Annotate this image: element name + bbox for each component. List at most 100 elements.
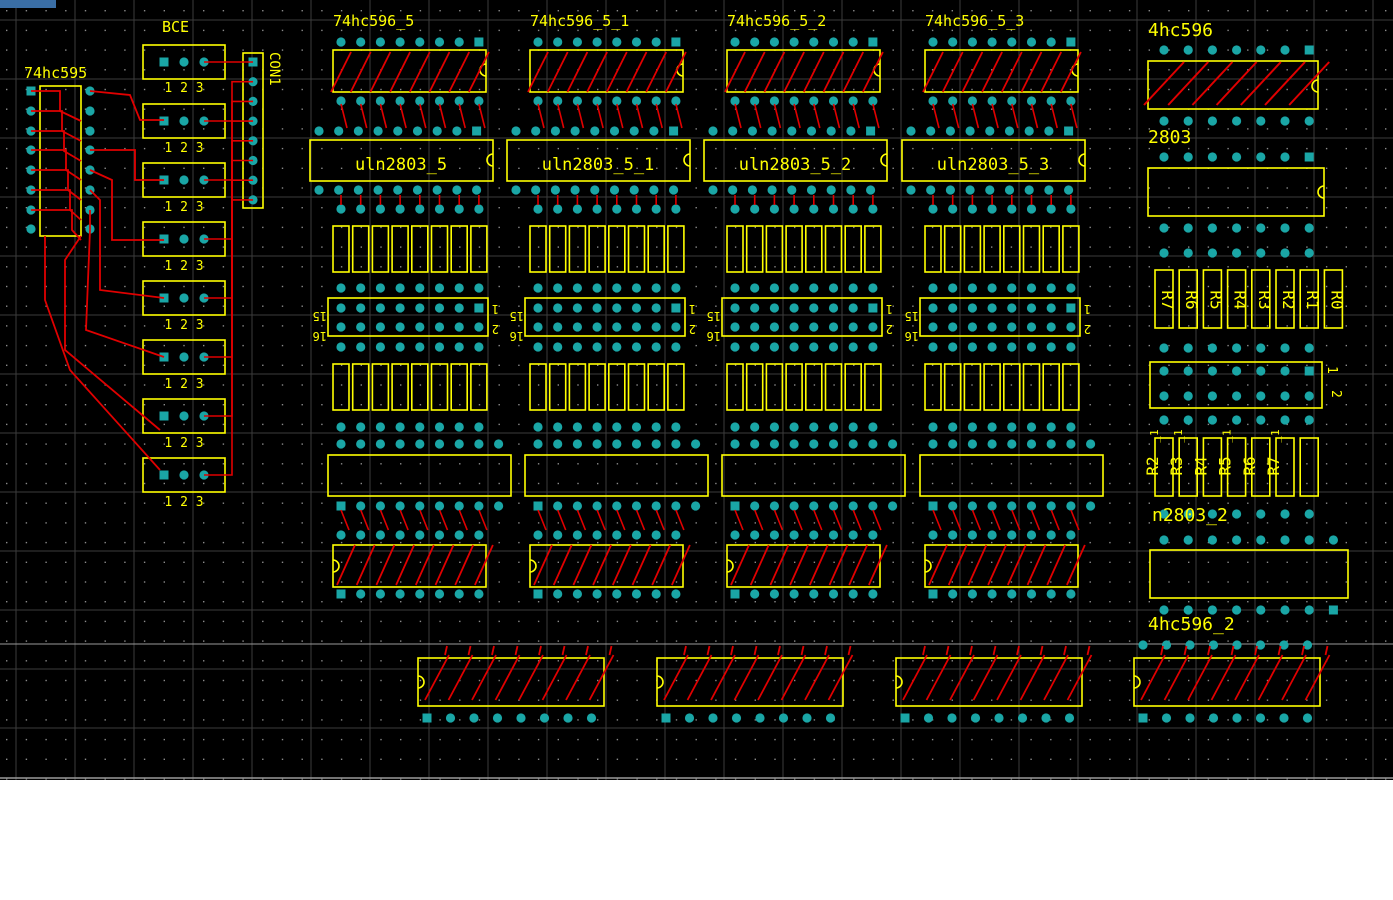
pad[interactable]: [1304, 509, 1314, 519]
pad[interactable]: [1208, 640, 1219, 650]
pad[interactable]: [159, 116, 169, 126]
pad[interactable]: [1026, 303, 1037, 313]
pad[interactable]: [454, 322, 464, 332]
pad[interactable]: [1159, 415, 1169, 425]
pad[interactable]: [1138, 640, 1148, 650]
pad[interactable]: [395, 283, 405, 293]
pad[interactable]: [649, 185, 659, 195]
pad[interactable]: [511, 126, 521, 136]
pad[interactable]: [828, 439, 839, 449]
pad[interactable]: [671, 96, 681, 106]
pad[interactable]: [572, 283, 583, 293]
pad[interactable]: [1183, 116, 1193, 126]
pad[interactable]: [393, 126, 403, 136]
pad[interactable]: [1159, 152, 1169, 162]
pad[interactable]: [651, 342, 661, 352]
pad[interactable]: [393, 185, 403, 195]
pad[interactable]: [415, 37, 425, 47]
pad[interactable]: [1304, 391, 1314, 401]
pad[interactable]: [1232, 509, 1242, 519]
pad[interactable]: [828, 96, 839, 106]
pad[interactable]: [809, 303, 819, 313]
pad[interactable]: [985, 126, 995, 136]
pad[interactable]: [179, 293, 189, 303]
pad[interactable]: [1007, 439, 1017, 449]
pad[interactable]: [373, 126, 383, 136]
pad[interactable]: [1007, 501, 1017, 511]
pad[interactable]: [415, 342, 425, 352]
pad[interactable]: [987, 342, 997, 352]
pad[interactable]: [671, 37, 681, 47]
pad[interactable]: [314, 185, 324, 195]
pad[interactable]: [356, 530, 366, 540]
pad[interactable]: [868, 589, 878, 599]
bottom-ic[interactable]: [417, 645, 615, 723]
pad[interactable]: [750, 530, 760, 540]
pad[interactable]: [494, 439, 504, 449]
pad[interactable]: [1232, 45, 1242, 55]
pad[interactable]: [802, 713, 812, 723]
pad[interactable]: [967, 501, 978, 511]
pad[interactable]: [1280, 152, 1290, 162]
pad[interactable]: [1279, 713, 1289, 723]
pad[interactable]: [928, 589, 938, 599]
pad[interactable]: [1159, 391, 1169, 401]
pad[interactable]: [651, 422, 661, 432]
pad[interactable]: [1304, 223, 1314, 233]
pad[interactable]: [553, 96, 563, 106]
pad[interactable]: [965, 185, 975, 195]
pad[interactable]: [472, 126, 482, 136]
pad[interactable]: [572, 303, 583, 313]
pad[interactable]: [987, 37, 997, 47]
pad[interactable]: [395, 204, 405, 214]
pad[interactable]: [592, 422, 602, 432]
pad[interactable]: [395, 96, 405, 106]
pad[interactable]: [1024, 185, 1034, 195]
pad[interactable]: [671, 303, 681, 313]
pad[interactable]: [612, 204, 622, 214]
pad[interactable]: [1159, 223, 1169, 233]
pad[interactable]: [926, 126, 936, 136]
pad[interactable]: [474, 439, 484, 449]
pad[interactable]: [848, 342, 858, 352]
pad[interactable]: [553, 283, 563, 293]
pad[interactable]: [1280, 605, 1290, 615]
pad[interactable]: [868, 283, 878, 293]
pad[interactable]: [422, 713, 432, 723]
pad[interactable]: [1159, 248, 1169, 258]
pad[interactable]: [454, 342, 464, 352]
pad[interactable]: [572, 342, 583, 352]
pad[interactable]: [948, 342, 958, 352]
pad[interactable]: [1183, 535, 1193, 545]
pad[interactable]: [1280, 116, 1290, 126]
pad[interactable]: [1007, 96, 1017, 106]
pad[interactable]: [85, 106, 95, 116]
pad[interactable]: [356, 439, 366, 449]
pad[interactable]: [592, 322, 602, 332]
pad[interactable]: [572, 37, 583, 47]
pad[interactable]: [395, 322, 405, 332]
pad[interactable]: [179, 352, 189, 362]
pad[interactable]: [769, 342, 780, 352]
pad[interactable]: [926, 185, 936, 195]
pad[interactable]: [1304, 45, 1314, 55]
pad[interactable]: [828, 322, 839, 332]
pad[interactable]: [671, 204, 681, 214]
pad[interactable]: [967, 37, 978, 47]
pad[interactable]: [1280, 223, 1290, 233]
pad[interactable]: [474, 96, 484, 106]
pad[interactable]: [868, 501, 878, 511]
pad[interactable]: [1207, 152, 1217, 162]
pad[interactable]: [1007, 303, 1017, 313]
pad[interactable]: [1046, 439, 1056, 449]
pad[interactable]: [533, 283, 543, 293]
pad[interactable]: [592, 439, 602, 449]
pad[interactable]: [948, 589, 958, 599]
pad[interactable]: [415, 96, 425, 106]
pad[interactable]: [533, 589, 543, 599]
pad[interactable]: [846, 126, 856, 136]
pad[interactable]: [750, 439, 760, 449]
pad[interactable]: [612, 37, 622, 47]
pad[interactable]: [1304, 248, 1314, 258]
